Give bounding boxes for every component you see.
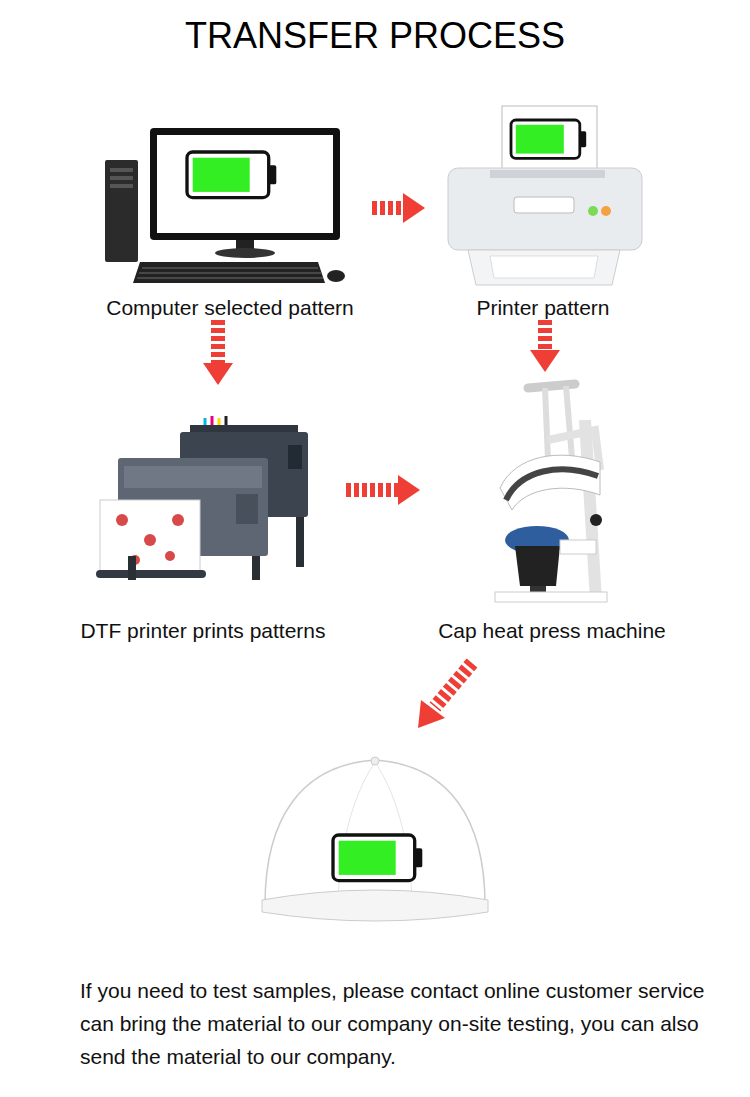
printer-illustration [511, 120, 586, 158]
cap-illustration [262, 890, 488, 921]
printer-illustration [468, 250, 620, 285]
arrow-shaft [538, 320, 552, 352]
cap-illustration [371, 757, 379, 765]
arrow-shaft [346, 483, 400, 497]
computer-illustration [110, 176, 133, 180]
heat-press-illustration [495, 592, 607, 602]
dtf-printer-illustration [236, 494, 258, 524]
dtf-printer-illustration [252, 556, 260, 580]
printer-illustration [588, 206, 598, 216]
dtf-printer-illustration [172, 514, 184, 526]
heat-press-illustration [495, 384, 607, 602]
flow-arrow [203, 320, 233, 385]
arrow-head [398, 475, 420, 505]
dtf-printer-illustration [116, 514, 128, 526]
printer-illustration [601, 206, 611, 216]
heat-press-illustration [515, 546, 560, 586]
flow-arrow [372, 193, 425, 223]
flow-arrow [346, 475, 420, 505]
dtf-printer-illustration [100, 500, 200, 572]
page-title: TRANSFER PROCESS [0, 14, 750, 58]
step-caption: Computer selected pattern [106, 296, 353, 320]
computer-illustration [187, 152, 276, 198]
dtf-printer-illustration [296, 517, 304, 567]
printer-illustration [514, 197, 574, 213]
computer-illustration [139, 272, 321, 274]
arrow-head [203, 363, 233, 385]
printer-illustration [448, 168, 642, 250]
computer-illustration [157, 135, 333, 233]
computer-illustration [105, 160, 138, 262]
printer-illustration [490, 170, 605, 178]
process-step: DTF printer prints patterns [60, 385, 346, 643]
printer-illustration [502, 106, 597, 176]
cap-illustration [265, 760, 485, 905]
printer-illustration [490, 256, 598, 278]
dtf-printer-illustration [128, 556, 136, 580]
dtf-printer-illustration [124, 466, 262, 488]
computer-illustration [137, 277, 323, 279]
printer-illustration [448, 106, 642, 285]
arrow-shaft [372, 201, 405, 215]
flow-arrow [530, 320, 560, 372]
heat-press-illustration [560, 540, 596, 554]
heat-press-illustration [590, 514, 602, 526]
arrow-shaft [211, 320, 225, 365]
cap-illustration [262, 757, 488, 921]
computer-illustration [142, 267, 318, 269]
heat-press-illustration [500, 455, 600, 510]
computer-illustration [327, 270, 345, 282]
computer-illustration [105, 128, 345, 283]
heat-press-illustration [506, 469, 598, 500]
computer-illustration [110, 184, 133, 188]
dtf-printer-illustration [165, 551, 175, 561]
flow-arrow [418, 663, 472, 728]
process-step: Cap heat press machine [420, 372, 684, 643]
step-caption: Printer pattern [476, 296, 609, 320]
arrow-head [403, 193, 425, 223]
flow-arrow [435, 663, 472, 707]
computer-illustration [215, 248, 275, 258]
step-caption: Cap heat press machine [438, 619, 666, 643]
cap-illustration [333, 835, 422, 881]
arrow-head [530, 350, 560, 372]
process-step: Computer selected pattern [88, 120, 372, 320]
computer-illustration [133, 262, 325, 283]
dtf-printer-illustration [144, 534, 156, 546]
dtf-printer-illustration [96, 570, 206, 578]
dtf-printer-illustration [96, 416, 308, 580]
step-caption: DTF printer prints patterns [80, 619, 325, 643]
flow-arrow [418, 700, 445, 728]
computer-illustration [110, 168, 133, 172]
note-text: If you need to test samples, please cont… [80, 974, 710, 1073]
dtf-printer-illustration [288, 445, 302, 469]
process-step: Printer pattern [425, 100, 661, 320]
heat-press-illustration [545, 386, 572, 460]
computer-illustration [150, 128, 340, 240]
